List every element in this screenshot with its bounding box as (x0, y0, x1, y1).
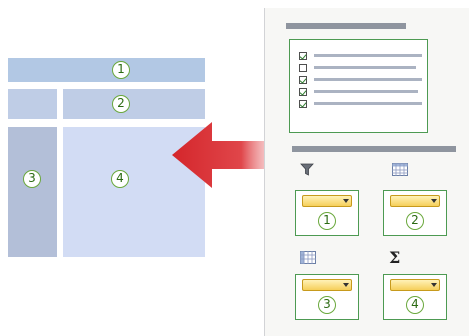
field-list-panel: 1 2 Σ 3 4 (264, 8, 469, 336)
field-name-line (314, 54, 422, 57)
area-row-labels[interactable]: 3 (295, 274, 359, 320)
field-checkbox[interactable] (299, 52, 307, 60)
areas-header-bar (292, 146, 456, 152)
dropdown-caret-icon (431, 283, 437, 287)
area-values[interactable]: 4 (383, 274, 447, 320)
dropdown-caret-icon (343, 283, 349, 287)
panel-header-bar (286, 23, 406, 29)
area-dropdown[interactable] (390, 279, 440, 291)
field-name-line (314, 78, 422, 81)
field-name-line (314, 66, 416, 69)
layout-number-2: 2 (112, 95, 130, 113)
field-checkbox[interactable] (299, 100, 307, 108)
area-number-3: 3 (318, 296, 336, 314)
sigma-icon: Σ (389, 248, 401, 267)
field-name-line (314, 90, 418, 93)
layout-region-corner (8, 89, 57, 119)
field-list-box (289, 39, 428, 133)
area-dropdown[interactable] (302, 195, 352, 207)
area-column-labels[interactable]: 2 (383, 190, 447, 236)
field-name-line (314, 102, 422, 105)
area-number-4: 4 (406, 296, 424, 314)
layout-number-1: 1 (112, 61, 130, 79)
field-checkbox[interactable] (299, 88, 307, 96)
layout-region-1: 1 (8, 58, 205, 82)
layout-number-4: 4 (111, 170, 129, 188)
dropdown-caret-icon (343, 199, 349, 203)
layout-region-2: 2 (63, 89, 205, 119)
area-number-2: 2 (406, 212, 424, 230)
column-grid-icon (392, 163, 408, 176)
field-checkbox[interactable] (299, 64, 307, 72)
area-report-filter[interactable]: 1 (295, 190, 359, 236)
area-number-1: 1 (318, 212, 336, 230)
mapping-arrow (172, 122, 298, 188)
row-grid-icon (300, 251, 316, 264)
pivot-layout-diagram: 1 2 3 4 (0, 0, 210, 336)
layout-number-3: 3 (23, 170, 41, 188)
area-dropdown[interactable] (390, 195, 440, 207)
dropdown-caret-icon (431, 199, 437, 203)
filter-funnel-icon (300, 163, 314, 176)
layout-region-3: 3 (8, 127, 57, 257)
area-dropdown[interactable] (302, 279, 352, 291)
field-checkbox[interactable] (299, 76, 307, 84)
